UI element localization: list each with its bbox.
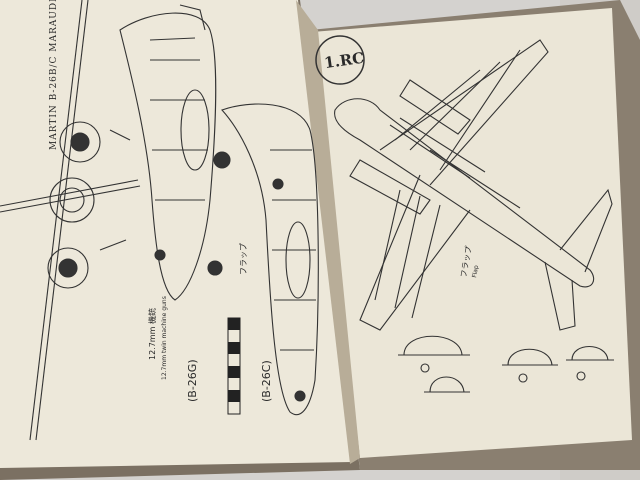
cross-section-drawings <box>398 335 614 393</box>
front-view-drawing <box>0 0 141 441</box>
flap-label-right-en: Flap <box>471 265 480 279</box>
left-page <box>0 0 352 468</box>
right-page <box>312 8 632 458</box>
corner-mark: 1.RC <box>315 35 365 85</box>
side-view-drawing <box>119 4 231 301</box>
flap-label-left-jp: フラップ <box>239 243 248 275</box>
scale-ruler <box>227 317 241 415</box>
left-running-title: MARTIN B-26B/C MARAUDER <box>49 0 59 150</box>
svg-text:1.RC: 1.RC <box>323 49 365 72</box>
caliber-note-en: 12.7mm twin machine guns <box>161 296 168 380</box>
top-view-drawing <box>334 39 613 331</box>
side-view-drawing-2 <box>221 103 319 416</box>
label-b26g: (B-26G) <box>186 359 199 402</box>
label-b26c: (B-26C) <box>260 360 273 402</box>
book-gutter <box>296 0 360 464</box>
caliber-note-jp: 12.7mm 機銃 <box>147 308 157 360</box>
